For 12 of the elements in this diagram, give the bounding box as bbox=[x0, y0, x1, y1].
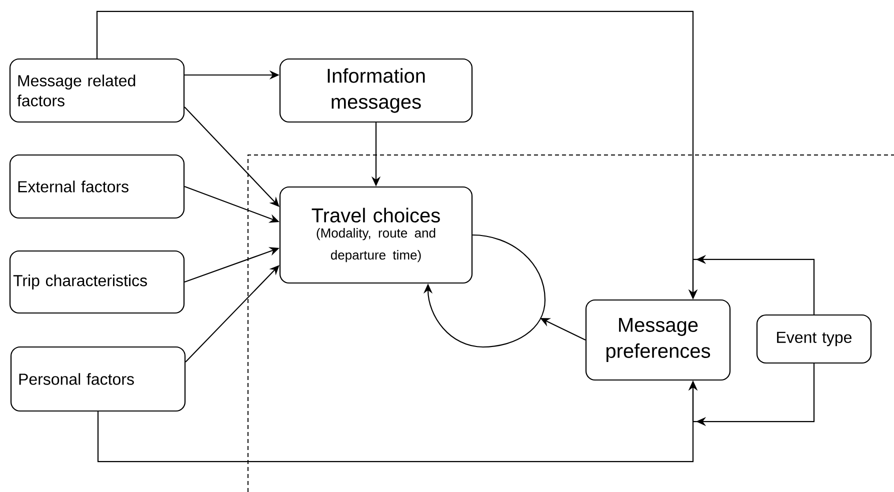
arrow bbox=[688, 364, 815, 426]
factor-box: Personal factors bbox=[10, 346, 186, 412]
factor-box: Message related factors bbox=[9, 58, 185, 123]
factor-box: External factors bbox=[9, 154, 185, 219]
arrow bbox=[423, 234, 546, 348]
factor-box: Trip characteristics bbox=[9, 250, 185, 314]
factor-box: Message preferences bbox=[585, 299, 731, 381]
factor-box: Information messages bbox=[279, 58, 473, 123]
factor-box: Travel choices (Modality, route and departure time) bbox=[279, 186, 473, 284]
arrow bbox=[185, 265, 280, 362]
arrow bbox=[184, 106, 280, 207]
factor-box: Event type bbox=[756, 314, 872, 364]
